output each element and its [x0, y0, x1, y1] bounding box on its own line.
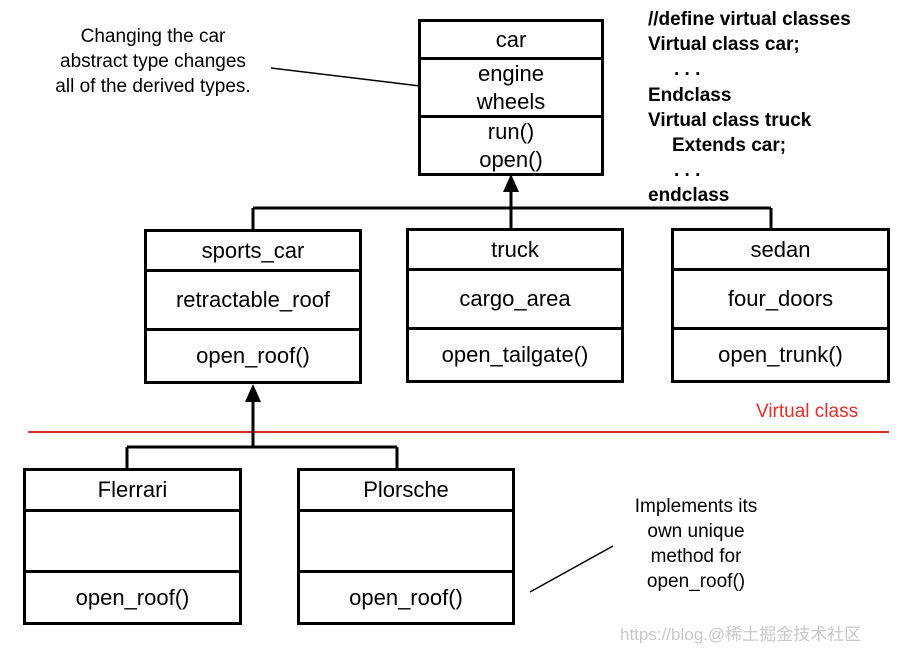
- class-porsche-attributes: [300, 512, 512, 573]
- class-truck-methods: open_tailgate(): [409, 330, 621, 380]
- class-sedan-methods: open_trunk(): [674, 330, 887, 380]
- note-line: method for: [650, 546, 742, 567]
- class-attribute: four_doors: [727, 286, 834, 312]
- inheritance-arrowhead-car: [503, 174, 519, 192]
- class-method: open_tailgate(): [441, 342, 589, 368]
- class-sedan-attributes: four_doors: [674, 271, 887, 330]
- note-line: Changing the car: [80, 26, 226, 47]
- class-attribute: wheels: [476, 88, 546, 114]
- class-sports-car-methods: open_roof(): [147, 331, 359, 381]
- class-car-attributes: engine wheels: [421, 60, 601, 118]
- class-name: car: [495, 26, 527, 52]
- note-car-change: Changing the car abstract type changes a…: [30, 24, 276, 99]
- class-ferrari: Flerrari open_roof(): [23, 468, 242, 625]
- class-truck: truck cargo_area open_tailgate(): [406, 228, 624, 383]
- class-name: Flerrari: [97, 477, 168, 503]
- code-line: . . .: [674, 59, 701, 81]
- class-name: sedan: [750, 236, 811, 262]
- note-line: open_roof(): [646, 571, 746, 592]
- class-name: truck: [491, 236, 539, 262]
- class-method: open_roof(): [75, 584, 190, 610]
- class-method: open_roof(): [196, 343, 310, 369]
- virtual-class-label: Virtual class: [756, 401, 859, 422]
- class-method: open_roof(): [349, 584, 463, 610]
- callout-line-car: [270, 67, 421, 87]
- code-line: Virtual class car;: [648, 34, 800, 56]
- class-sports-car-name-section: sports_car: [147, 232, 359, 272]
- class-car-name-section: car: [421, 22, 601, 60]
- class-sedan: sedan four_doors open_trunk(): [671, 228, 890, 383]
- note-line: all of the derived types.: [55, 76, 251, 97]
- class-sedan-name-section: sedan: [674, 231, 887, 271]
- class-porsche-name-section: Plorsche: [300, 471, 512, 512]
- class-truck-name-section: truck: [409, 231, 621, 271]
- code-line: Extends car;: [672, 135, 787, 157]
- class-porsche: Plorsche open_roof(): [297, 468, 515, 625]
- watermark-text: https://blog.@稀土掘金技术社区: [620, 625, 862, 644]
- class-car-methods: run() open(): [421, 118, 601, 173]
- code-snippet: //define virtual classes Virtual class c…: [648, 7, 851, 209]
- class-method: open_trunk(): [718, 342, 843, 368]
- class-ferrari-methods: open_roof(): [26, 573, 239, 622]
- callout-line-porsche: [529, 545, 614, 593]
- class-name: Plorsche: [363, 477, 449, 503]
- class-attribute: retractable_roof: [175, 287, 331, 313]
- note-line: abstract type changes: [60, 51, 246, 72]
- class-method: open(): [479, 146, 543, 172]
- class-truck-attributes: cargo_area: [409, 271, 621, 330]
- note-unique-method: Implements its own unique method for ope…: [608, 494, 784, 594]
- code-line: Virtual class truck: [648, 109, 812, 131]
- class-ferrari-name-section: Flerrari: [26, 471, 239, 512]
- code-line: . . .: [674, 160, 701, 182]
- class-attribute: engine: [477, 61, 545, 86]
- class-method: run(): [487, 119, 535, 144]
- class-attribute: cargo_area: [459, 286, 571, 312]
- inheritance-arrowhead-sports-car: [245, 384, 261, 402]
- class-name: sports_car: [201, 237, 305, 263]
- note-line: Implements its: [634, 496, 758, 517]
- class-sports-car-attributes: retractable_roof: [147, 272, 359, 331]
- code-line: Endclass: [648, 84, 732, 106]
- note-line: own unique: [647, 521, 745, 542]
- class-ferrari-attributes: [26, 512, 239, 573]
- code-line: //define virtual classes: [648, 9, 851, 30]
- class-sports-car: sports_car retractable_roof open_roof(): [144, 229, 362, 384]
- class-porsche-methods: open_roof(): [300, 573, 512, 622]
- class-car: car engine wheels run() open(): [418, 19, 604, 176]
- code-line: endclass: [648, 185, 730, 207]
